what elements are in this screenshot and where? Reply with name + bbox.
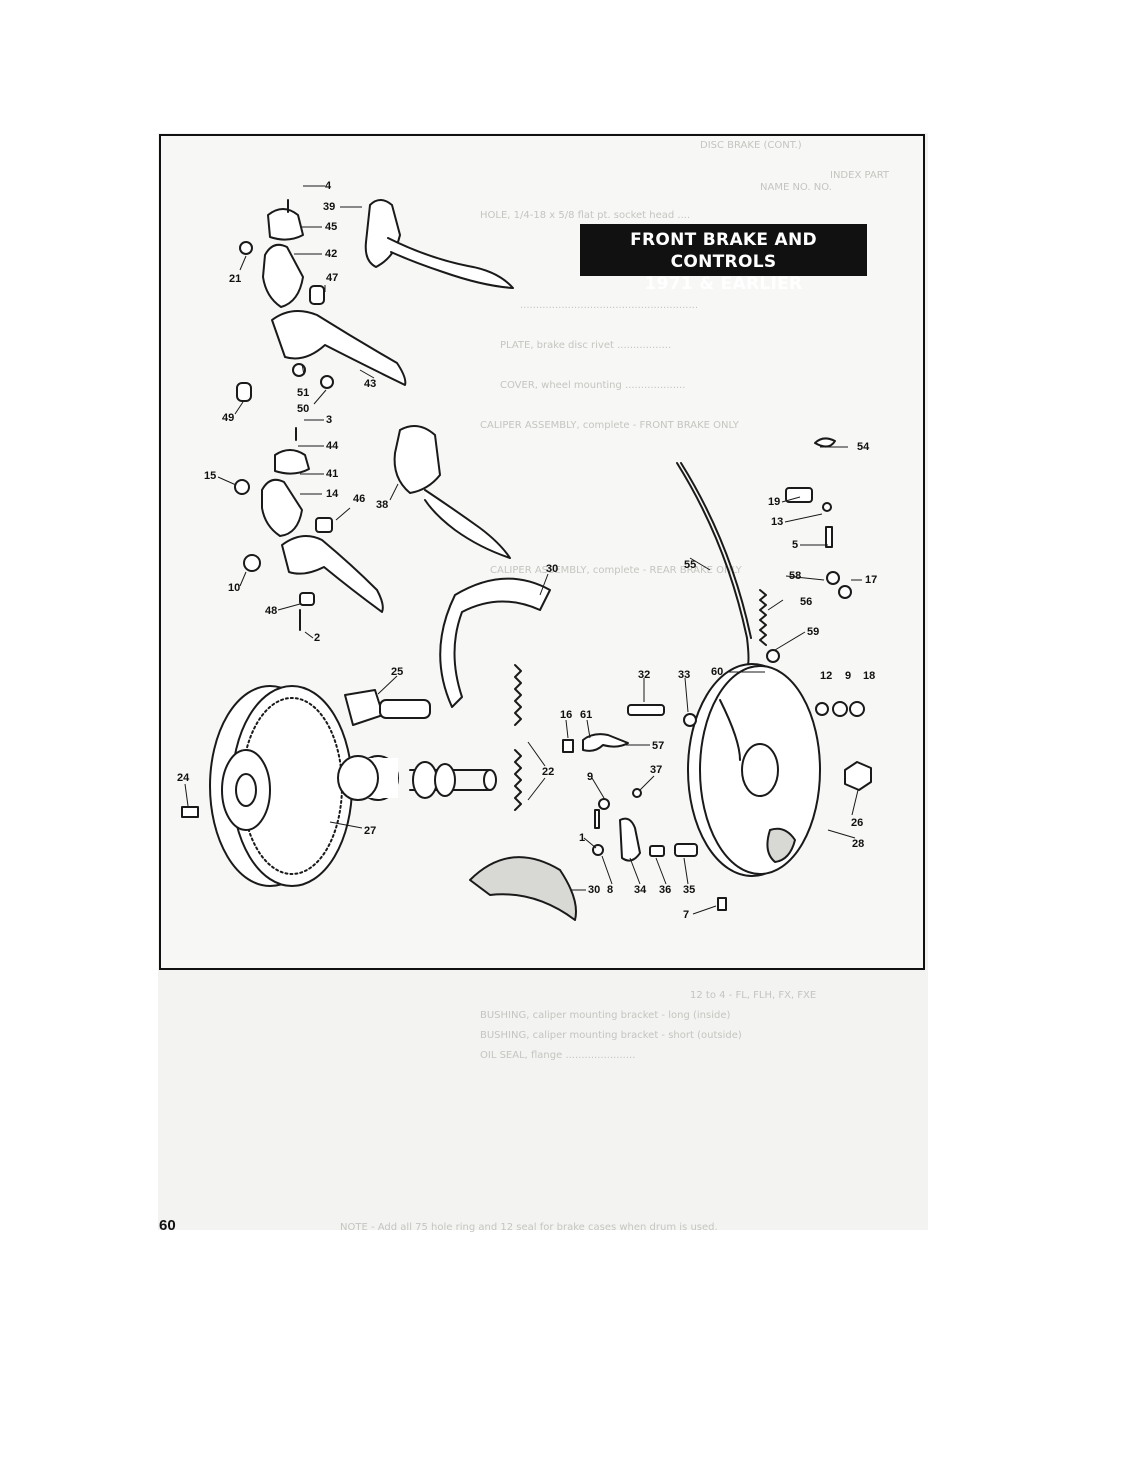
- part-label: 4: [325, 180, 332, 192]
- part-label: 61: [580, 709, 593, 721]
- diagram-title-line1: FRONT BRAKE AND CONTROLS: [630, 230, 817, 272]
- part-label: 3: [326, 414, 333, 426]
- part-label: 39: [323, 201, 336, 213]
- part-label: 43: [364, 378, 377, 390]
- part-label: 46: [353, 493, 366, 505]
- part-label: 21: [229, 273, 242, 285]
- part-label: 55: [684, 559, 697, 571]
- part-label: 44: [326, 440, 339, 452]
- part-label: 37: [650, 764, 663, 776]
- part-label: 19: [768, 496, 781, 508]
- part-label: 45: [325, 221, 338, 233]
- part-label: 30: [588, 884, 601, 896]
- part-label: 57: [652, 740, 665, 752]
- part-label: 22: [542, 766, 555, 778]
- part-label: 32: [638, 669, 651, 681]
- part-label: 36: [659, 884, 672, 896]
- part-label: 42: [325, 248, 338, 260]
- part-label: 15: [204, 470, 217, 482]
- diagram-title: FRONT BRAKE AND CONTROLS 1971 & EARLIER: [580, 224, 867, 294]
- part-label: 60: [711, 666, 724, 678]
- part-label: 12: [820, 670, 833, 682]
- part-label: 47: [326, 272, 339, 284]
- part-label: 26: [851, 817, 864, 829]
- part-label: 18: [863, 670, 876, 682]
- part-label: 1: [579, 832, 586, 844]
- part-label: 51: [297, 387, 310, 399]
- part-label: 35: [683, 884, 696, 896]
- part-label: 30: [546, 563, 559, 575]
- part-label: 14: [326, 488, 339, 500]
- part-label: 9: [587, 771, 594, 783]
- part-label: 33: [678, 669, 691, 681]
- part-label: 10: [228, 582, 241, 594]
- part-label: 49: [222, 412, 235, 424]
- part-label: 38: [376, 499, 389, 511]
- part-label: 34: [634, 884, 647, 896]
- part-label: 50: [297, 403, 310, 415]
- part-label: 7: [683, 909, 690, 921]
- part-label: 28: [852, 838, 865, 850]
- part-label: 58: [789, 570, 802, 582]
- part-label: 59: [807, 626, 820, 638]
- part-label: 25: [391, 666, 404, 678]
- part-label: 24: [177, 772, 190, 784]
- part-label: 27: [364, 825, 377, 837]
- page-number: 60: [159, 1217, 176, 1234]
- part-label: 54: [857, 441, 870, 453]
- part-label: 41: [326, 468, 339, 480]
- part-label: 48: [265, 605, 278, 617]
- part-label: 8: [607, 884, 614, 896]
- diagram-title-line2: 1971 & EARLIER: [644, 274, 803, 294]
- part-label: 9: [845, 670, 852, 682]
- part-label: 13: [771, 516, 784, 528]
- part-label: 17: [865, 574, 878, 586]
- part-label: 56: [800, 596, 813, 608]
- part-label: 16: [560, 709, 573, 721]
- part-label: 5: [792, 539, 799, 551]
- part-label: 2: [314, 632, 321, 644]
